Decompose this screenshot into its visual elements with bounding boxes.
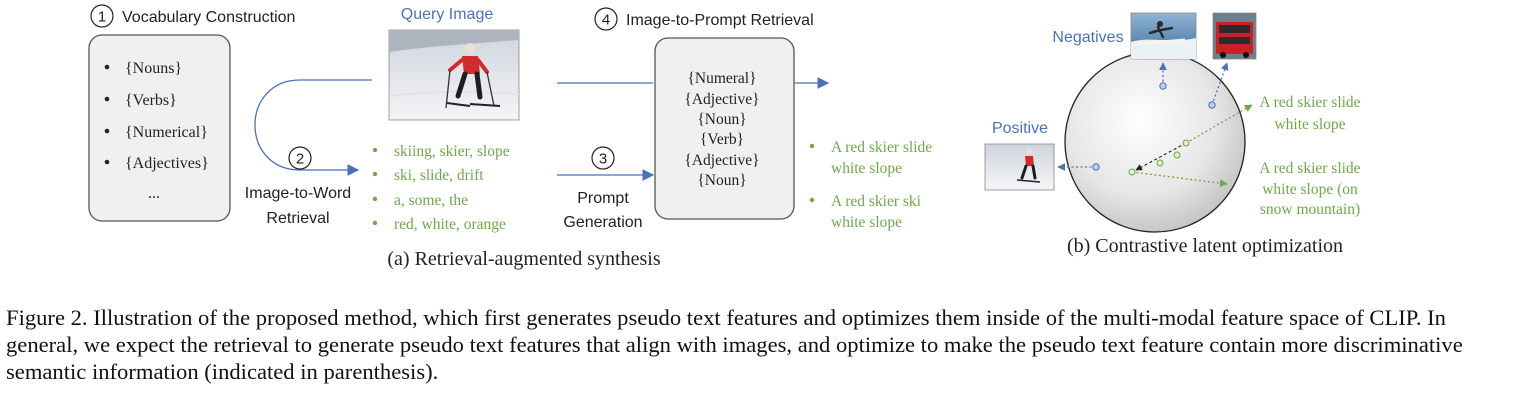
vocab-item: {Verbs} bbox=[125, 92, 177, 109]
image-to-word-arrow bbox=[254, 79, 372, 176]
query-image-label: Query Image bbox=[401, 6, 494, 23]
subcaption-b: (b) Contrastive latent optimization bbox=[1067, 235, 1343, 257]
template-slot: {Adjective} bbox=[684, 91, 759, 108]
text-label-1: A red skier slide white slope bbox=[1259, 94, 1360, 133]
output-prompt-line: A red skier ski bbox=[831, 193, 922, 210]
step2-label-line2: Retrieval bbox=[266, 210, 329, 227]
output-prompt-line: white slope bbox=[831, 160, 902, 177]
text-point bbox=[1182, 139, 1190, 147]
output-prompt-line: white slope bbox=[831, 214, 902, 231]
output-prompts: A red skier slide white slope A red skie… bbox=[809, 139, 932, 231]
retrieved-words: a, some, the bbox=[394, 192, 468, 209]
step4-number: 4 bbox=[602, 12, 610, 29]
step3-number: 3 bbox=[599, 151, 607, 168]
step4-header: 4 Image-to-Prompt Retrieval bbox=[594, 7, 814, 31]
vocab-item: {Adjectives} bbox=[125, 155, 209, 172]
step1-header: 1 Vocabulary Construction bbox=[90, 4, 295, 28]
text-label-line: snow mountain) bbox=[1260, 201, 1360, 218]
feature-sphere-icon bbox=[1064, 51, 1246, 233]
retrieved-words: red, white, orange bbox=[394, 216, 506, 233]
negative-point-2 bbox=[1208, 101, 1216, 109]
retrieved-words: ski, slide, drift bbox=[394, 167, 484, 184]
retrieved-word-list: skiing, skier, slope ski, slide, drift a… bbox=[372, 143, 510, 233]
negative-bus-photo bbox=[1212, 12, 1257, 60]
step3-label-line1: Prompt bbox=[577, 190, 629, 207]
retrieved-words: skiing, skier, slope bbox=[394, 143, 510, 160]
template-slot: {Adjective} bbox=[684, 152, 759, 169]
prompt-template-lines: {Numeral} {Adjective} {Noun} {Verb} {Adj… bbox=[684, 70, 759, 189]
text-point bbox=[1156, 159, 1164, 167]
text-label-line: A red skier slide bbox=[1259, 94, 1360, 111]
panel-b: Negatives Positive bbox=[984, 12, 1361, 257]
query-image-skier-photo bbox=[388, 29, 520, 121]
panel-a: 1 Vocabulary Construction {Nouns} {Verbs… bbox=[88, 4, 932, 270]
vocab-item: {Nouns} bbox=[125, 60, 182, 77]
template-slot: {Noun} bbox=[697, 172, 746, 189]
text-label-line: white slope (on bbox=[1262, 181, 1358, 198]
subcaption-a: (a) Retrieval-augmented synthesis bbox=[387, 248, 660, 270]
vocab-item: {Numerical} bbox=[125, 124, 208, 141]
step1-circle bbox=[90, 4, 114, 28]
step1-label: Vocabulary Construction bbox=[122, 9, 295, 26]
step3-label-line2: Generation bbox=[563, 214, 642, 231]
template-slot: {Noun} bbox=[697, 111, 746, 128]
step3-label: 3 Prompt Generation bbox=[563, 146, 643, 231]
figure-caption: Figure 2. Illustration of the proposed m… bbox=[6, 305, 1463, 384]
step4-circle bbox=[594, 7, 618, 31]
text-label-line: A red skier slide bbox=[1259, 160, 1360, 177]
optimization-path bbox=[1135, 142, 1187, 171]
step1-number: 1 bbox=[98, 9, 106, 26]
method-figure: 1 Vocabulary Construction {Nouns} {Verbs… bbox=[88, 4, 1361, 270]
step2-circle bbox=[288, 146, 312, 170]
text-label-line: white slope bbox=[1274, 116, 1345, 133]
step2-label: 2 Image-to-Word Retrieval bbox=[245, 146, 351, 227]
step2-number: 2 bbox=[296, 151, 304, 168]
template-slot: {Numeral} bbox=[687, 70, 756, 87]
text-point bbox=[1173, 151, 1181, 159]
template-slot: {Verb} bbox=[700, 131, 744, 148]
prompt-template-box bbox=[654, 37, 795, 220]
vocab-more: ... bbox=[148, 185, 160, 202]
step3-circle bbox=[591, 146, 615, 170]
negatives-label: Negatives bbox=[1052, 29, 1123, 46]
positive-point bbox=[1092, 163, 1100, 171]
negative-link-2 bbox=[1211, 62, 1229, 106]
vocabulary-box bbox=[88, 34, 231, 222]
step4-label: Image-to-Prompt Retrieval bbox=[626, 12, 814, 29]
negative-surfer-photo bbox=[1130, 12, 1197, 60]
negative-point-1 bbox=[1159, 82, 1167, 90]
text-link-1 bbox=[1185, 104, 1253, 144]
text-label-2: A red skier slide white slope (on snow m… bbox=[1259, 160, 1360, 218]
text-point bbox=[1128, 168, 1136, 176]
vocabulary-list: {Nouns} {Verbs} {Numerical} {Adjectives}… bbox=[104, 60, 209, 202]
positive-label: Positive bbox=[992, 120, 1048, 137]
positive-skier-photo bbox=[984, 143, 1055, 191]
step2-label-line1: Image-to-Word bbox=[245, 185, 351, 202]
output-prompt-line: A red skier slide bbox=[831, 139, 932, 156]
